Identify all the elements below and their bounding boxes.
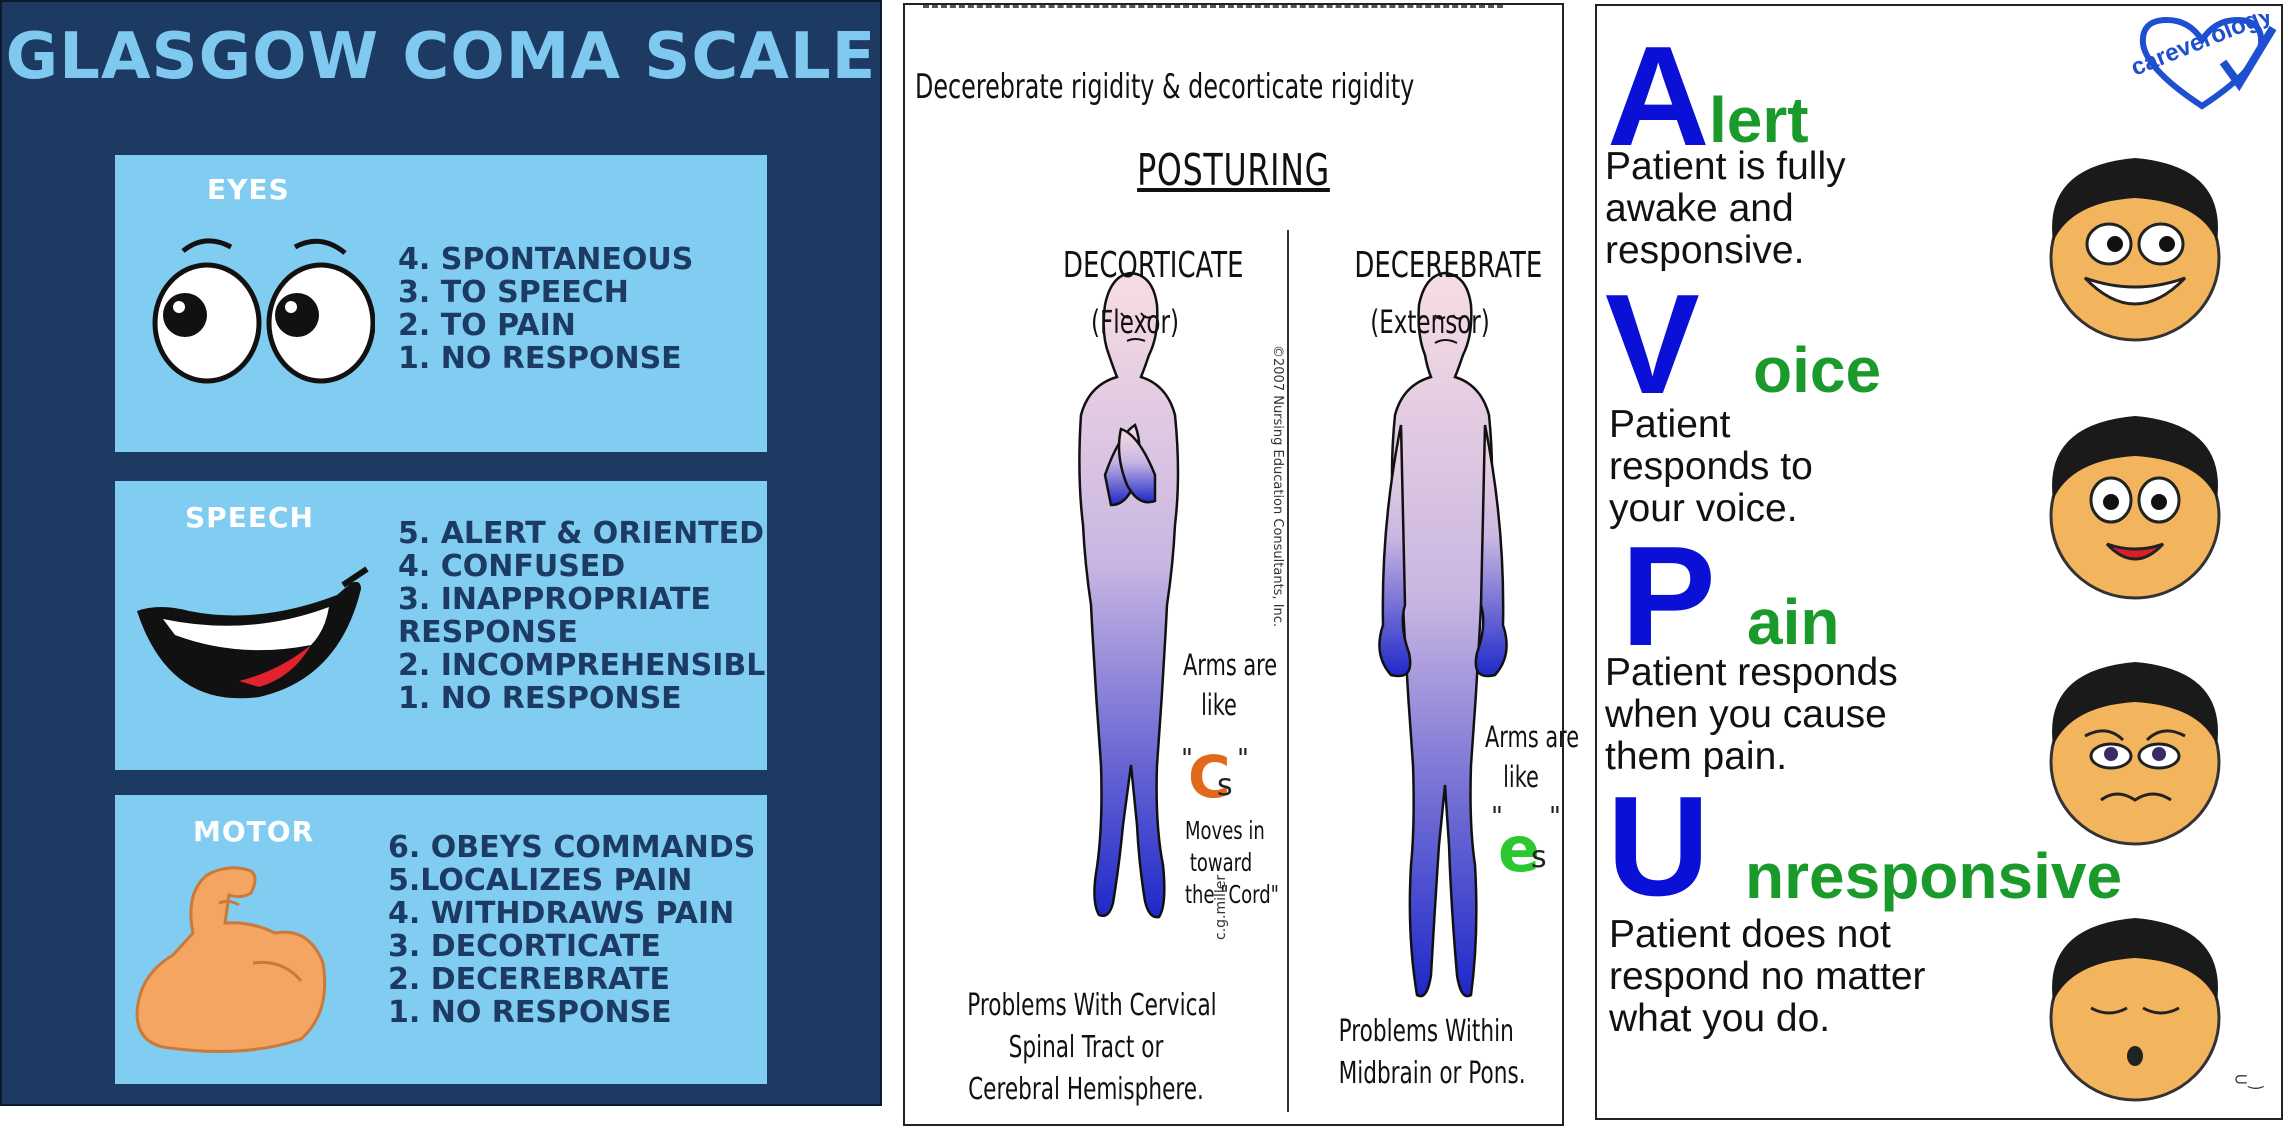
glasgow-coma-scale-panel: GLASGOW COMA SCALE EYES 4. SPONTANEOUS 3… xyxy=(0,0,882,1106)
decorticate-sub: (Flexor) xyxy=(1091,303,1179,341)
list-item: 2. DECEREBRATE xyxy=(388,962,671,997)
mouth-icon xyxy=(137,566,369,699)
gcs-motor-box: MOTOR 6. OBEYS COMMANDS 5.LOCALIZES PAIN… xyxy=(115,795,767,1084)
decerebrate-sub: (Extensor) xyxy=(1370,303,1490,341)
gcs-speech-box: SPEECH 5. ALERT & ORIENTED 4. CONFUSED 3… xyxy=(115,481,786,770)
list-item: 2. INCOMPREHENSIBLE xyxy=(398,648,786,683)
column-divider xyxy=(1287,230,1289,1112)
avpu-panel: careverology A lert Patient is fully awa… xyxy=(1595,4,2283,1120)
avpu-word-voice: oice xyxy=(1753,334,1882,406)
decerebrate-label: DECEREBRATE xyxy=(1354,245,1543,286)
posturing-panel: C s e s " " " " Decerebrate rigidity & d… xyxy=(903,3,1580,1126)
gcs-title: GLASGOW COMA SCALE xyxy=(5,20,877,94)
avpu-desc-alert: Patient is fully awake and responsive. xyxy=(1605,145,1846,272)
pain-face-icon xyxy=(2049,662,2221,846)
decorticate-footer: Problems With Cervical Spinal Tract or C… xyxy=(967,988,1217,1107)
list-item: 3. TO SPEECH xyxy=(398,275,629,310)
gcs-speech-list: 5. ALERT & ORIENTED 4. CONFUSED 3. INAPP… xyxy=(398,517,786,715)
svg-text:": " xyxy=(1549,802,1561,832)
decorticate-figure xyxy=(1078,271,1180,919)
avpu-letter-a: A xyxy=(1607,17,1710,176)
gcs-motor-list: 6. OBEYS COMMANDS 5.LOCALIZES PAIN 4. WI… xyxy=(388,831,755,1029)
svg-text:": " xyxy=(1181,744,1193,774)
decerebrate-figure xyxy=(1378,271,1508,998)
gcs-eyes-label: EYES xyxy=(207,173,290,206)
decerebrate-footer: Problems Within Midbrain or Pons. xyxy=(1338,1014,1526,1091)
list-item: 1. NO RESPONSE xyxy=(398,341,682,376)
list-item: 4. CONFUSED xyxy=(398,549,626,584)
avpu-desc-unresponsive: Patient does not respond no matter what … xyxy=(1609,913,1926,1040)
list-item: 3. DECORTICATE xyxy=(388,929,661,964)
avpu-desc-voice: Patient responds to your voice. xyxy=(1609,403,1813,530)
list-item: 5.LOCALIZES PAIN xyxy=(388,863,693,898)
posturing-title: POSTURING xyxy=(1137,145,1330,196)
corner-mark-icon: ⊂‿ xyxy=(2233,1069,2263,1090)
svg-text:": " xyxy=(1491,802,1503,832)
alert-face-icon xyxy=(2049,158,2221,342)
avpu-letter-u: U xyxy=(1607,767,1710,926)
gcs-eyes-list: 4. SPONTANEOUS 3. TO SPEECH 2. TO PAIN 1… xyxy=(398,243,693,375)
list-item: 6. OBEYS COMMANDS xyxy=(388,830,756,865)
c-symbol-suffix: s xyxy=(1217,768,1233,803)
list-item: RESPONSE xyxy=(398,615,578,650)
list-item: 1. NO RESPONSE xyxy=(398,681,682,716)
list-item: 5. ALERT & ORIENTED xyxy=(398,516,765,551)
list-item: 1. NO RESPONSE xyxy=(388,995,672,1030)
copyright-text: ©2007 Nursing Education Consultants, Inc… xyxy=(1270,345,1285,628)
avpu-word-alert: lert xyxy=(1709,84,1809,156)
avpu-word-pain: ain xyxy=(1747,586,1840,658)
eyes-icon xyxy=(152,238,375,384)
c-symbol: C xyxy=(1188,743,1231,811)
flexed-bicep-icon xyxy=(135,866,327,1053)
gcs-motor-label: MOTOR xyxy=(193,815,315,848)
e-symbol-suffix: s xyxy=(1531,840,1547,875)
careverology-logo: careverology xyxy=(2127,14,2277,110)
signature-text: c.g.miller xyxy=(1213,874,1229,940)
decerebrate-note: Arms are like xyxy=(1485,720,1580,794)
e-symbol: e xyxy=(1498,813,1540,886)
gcs-speech-label: SPEECH xyxy=(185,501,314,534)
posturing-heading: Decerebrate rigidity & decorticate rigid… xyxy=(915,67,1415,107)
avpu-word-unresponsive: nresponsive xyxy=(1745,840,2123,912)
list-item: 4. WITHDRAWS PAIN xyxy=(388,896,735,931)
top-dashed-rule xyxy=(923,5,1503,9)
list-item: 4. SPONTANEOUS xyxy=(398,242,694,277)
decorticate-label: DECORTICATE xyxy=(1063,245,1244,286)
svg-text:": " xyxy=(1237,744,1249,774)
list-item: 2. TO PAIN xyxy=(398,308,576,343)
voice-face-icon xyxy=(2049,416,2221,600)
list-item: 3. INAPPROPRIATE xyxy=(398,582,711,617)
unresponsive-face-icon xyxy=(2049,918,2221,1102)
avpu-desc-pain: Patient responds when you cause them pai… xyxy=(1605,651,1898,778)
avpu-letter-v: V xyxy=(1605,265,1700,424)
decorticate-move-note: Moves in toward the "Cord" xyxy=(1185,816,1279,909)
decorticate-note: Arms are like xyxy=(1183,648,1278,722)
posturing-figures: C s e s " " " " xyxy=(1078,271,1561,998)
avpu-letter-p: P xyxy=(1621,517,1716,676)
gcs-eyes-box: EYES 4. SPONTANEOUS 3. TO SPEECH 2. TO P… xyxy=(115,155,767,452)
